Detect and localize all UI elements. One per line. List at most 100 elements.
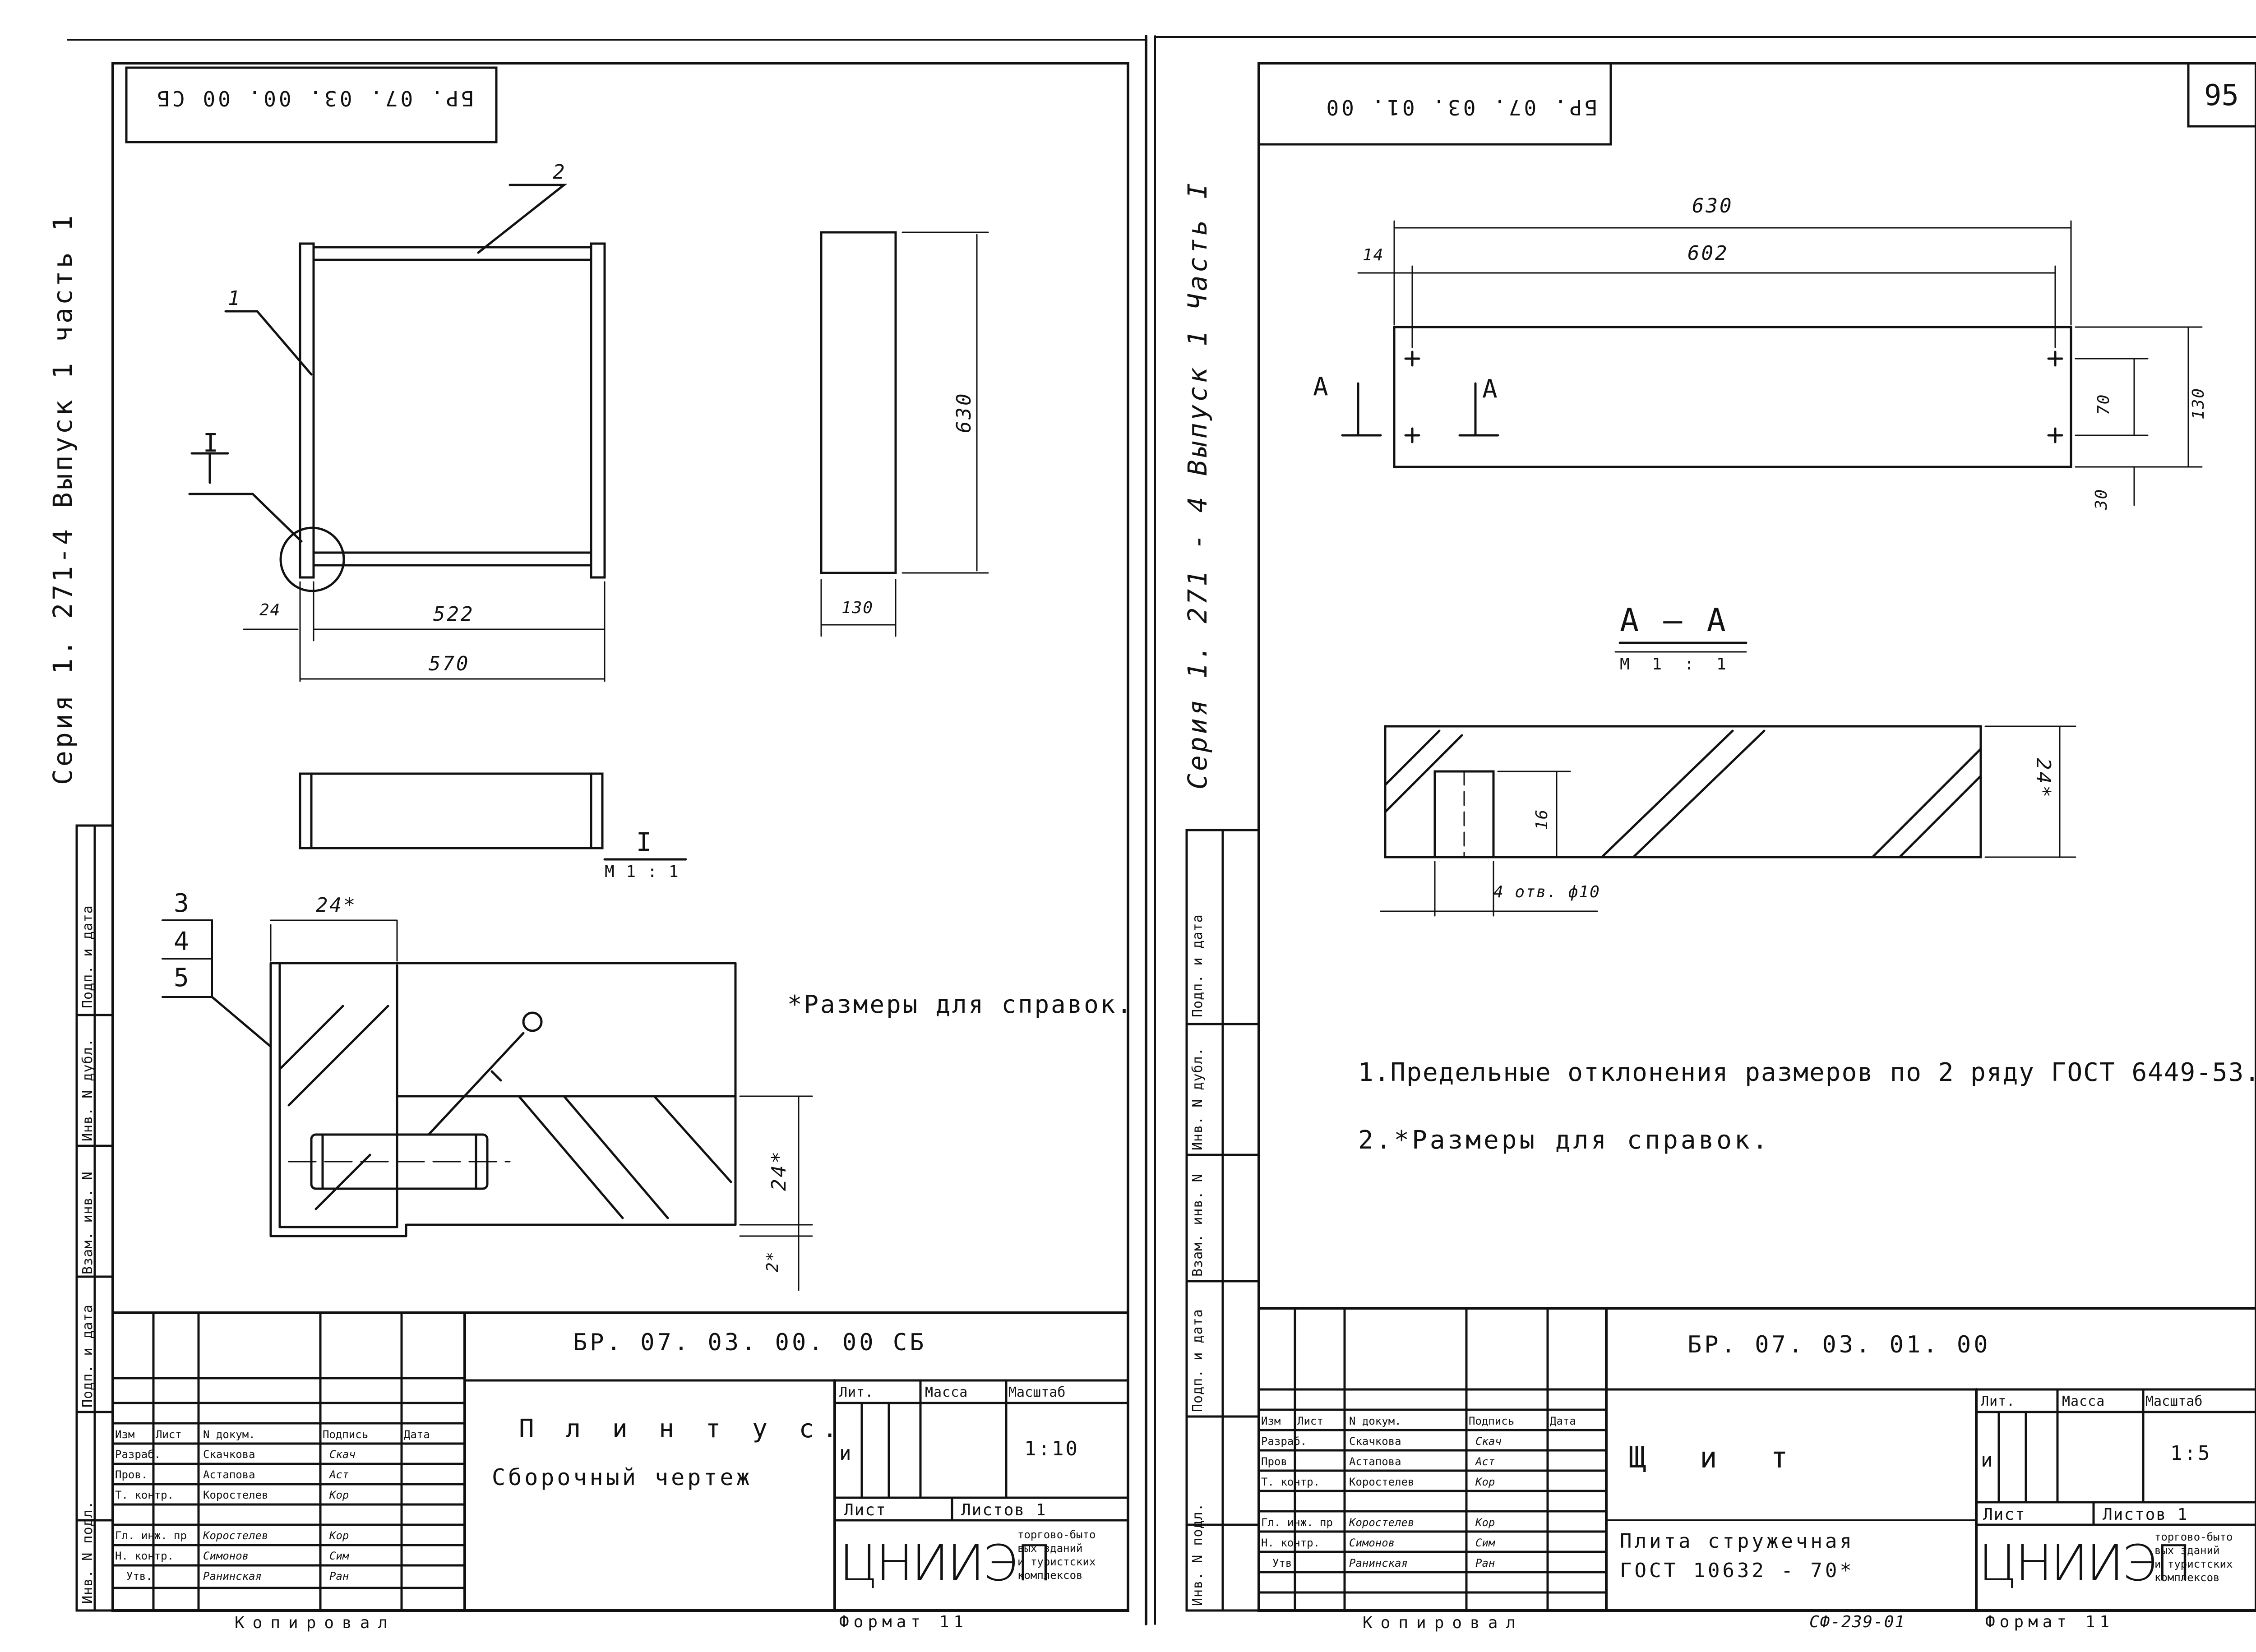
detail-I <box>162 858 813 1291</box>
left-series-vertical: Серия 1. 271-4 Выпуск 1 часть 1 <box>47 212 78 785</box>
dim-570: 570 <box>429 652 470 675</box>
right-stamp-1: Подп. и дата <box>1190 914 1206 1017</box>
left-signature-6: Ран <box>329 1570 349 1583</box>
section-title: А — А <box>1620 602 1729 639</box>
right-name-1: Скачкова <box>1349 1435 1401 1448</box>
left-stamp-4: Подп. и дата <box>80 1304 96 1407</box>
left-name-6: Ранинская <box>203 1570 262 1583</box>
right-hdr-doc: N докум. <box>1349 1415 1401 1427</box>
right-hdr-izm: Изм <box>1261 1415 1281 1427</box>
right-org-line-4: комплексов <box>2154 1571 2220 1584</box>
section-mark-left: А <box>1313 372 1331 401</box>
left-name-1: Скачкова <box>203 1448 255 1461</box>
left-hdr-date: Дата <box>404 1428 430 1441</box>
detail-mark-I: I <box>203 429 221 458</box>
right-name: Щ и т <box>1629 1441 1806 1475</box>
left-signature-2: Аст <box>329 1468 349 1481</box>
right-hdr-list: Лист <box>1297 1415 1323 1427</box>
dim-70: 70 <box>2094 393 2113 415</box>
left-org-line-3: и туристских <box>1017 1555 1096 1568</box>
right-lit-label: Лит. <box>1981 1394 2016 1409</box>
left-role-5: Н. контр. <box>115 1550 174 1562</box>
left-role-1: Разраб. <box>115 1448 161 1461</box>
right-name-3: Коростелев <box>1349 1476 1415 1488</box>
left-role-4: Гл. инж. пр <box>115 1529 187 1542</box>
left-org-line-2: вых зданий <box>1017 1542 1083 1555</box>
left-stamp-1: Подп. и дата <box>80 905 96 1008</box>
dim-2star: 2* <box>763 1251 782 1272</box>
callout-2: 2 <box>553 161 567 184</box>
right-copy-code: СФ-239-01 <box>1809 1613 1906 1631</box>
right-name-5: Симонов <box>1349 1537 1395 1549</box>
left-copied: Копировал <box>235 1614 396 1632</box>
right-org-line-2: вых зданий <box>2154 1544 2220 1557</box>
section-A-A <box>1380 641 2076 917</box>
right-role-3: Т. контр. <box>1261 1476 1320 1488</box>
left-name-line1: П л и н т у с. <box>519 1414 846 1444</box>
right-format: Формат 11 <box>1985 1613 2114 1631</box>
left-org-logo: ЦНИИЭП <box>839 1534 1053 1592</box>
right-role-6: Утв. <box>1272 1557 1299 1569</box>
left-signature-4: Кор <box>329 1529 349 1542</box>
right-hdr-sign: Подпись <box>1469 1415 1515 1427</box>
left-signature-3: Кор <box>329 1489 349 1501</box>
left-signature-1: Скач <box>329 1448 356 1461</box>
right-series-vertical: Серия 1. 271 - 4 Выпуск 1 Часть I <box>1182 180 1213 789</box>
left-mass-label: Масса <box>925 1384 968 1400</box>
right-name-6: Ранинская <box>1349 1557 1408 1569</box>
left-name-5: Симонов <box>203 1550 249 1562</box>
board-plan <box>1341 220 2203 506</box>
right-signature-4: Кор <box>1475 1516 1495 1529</box>
left-sheet-frame <box>75 62 1129 1612</box>
right-org-logo: ЦНИИЭП <box>1979 1534 2192 1592</box>
dim-130-right: 130 <box>2189 387 2208 420</box>
right-code-upside-down: БР. 07. 03. 01. 00 <box>1323 95 1598 120</box>
left-stamp-5: Инв. N подл. <box>80 1500 96 1604</box>
right-signature-3: Кор <box>1475 1476 1495 1488</box>
right-role-1: Разраб. <box>1261 1435 1307 1448</box>
left-doc-code: БР. 07. 03. 00. 00 СБ <box>573 1329 927 1356</box>
right-sheets-label: Листов 1 <box>2103 1505 2188 1524</box>
left-format: Формат 11 <box>839 1613 968 1631</box>
dim-30: 30 <box>2092 488 2111 510</box>
left-role-6: Утв. <box>126 1570 153 1583</box>
dim-522: 522 <box>433 603 475 626</box>
right-doc-code: БР. 07. 03. 01. 00 <box>1687 1331 1991 1358</box>
left-org-line-1: торгово-быто <box>1017 1528 1096 1541</box>
plinth-side-view <box>820 231 989 637</box>
left-name-line2: Сборочный чертеж <box>492 1464 753 1490</box>
left-role-3: Т. контр. <box>115 1489 174 1501</box>
right-material-1: Плита стружечная <box>1620 1530 1854 1553</box>
right-signature-2: Аст <box>1475 1455 1495 1468</box>
dim-24star-top: 24* <box>316 894 357 917</box>
callout-5: 5 <box>174 963 192 992</box>
callout-1: 1 <box>228 287 242 310</box>
left-hdr-doc: N докум. <box>203 1428 255 1441</box>
dim-14: 14 <box>1363 246 1384 264</box>
note-1: 1.Предельные отклонения размеров по 2 ря… <box>1358 1058 2256 1087</box>
left-stamp-3: Взам. инв. N <box>80 1171 96 1274</box>
left-hdr-sign: Подпись <box>323 1428 369 1441</box>
left-scale-value: 1:10 <box>1024 1437 1079 1460</box>
right-stamp-5: Инв. N подл. <box>1190 1503 1206 1606</box>
left-sheets-label: Листов 1 <box>961 1501 1047 1519</box>
right-role-5: Н. контр. <box>1261 1537 1320 1549</box>
right-sheet-label: Лист <box>1983 1505 2026 1524</box>
left-code-upside-down: БР. 07. 03. 00. 00 СБ <box>154 86 474 111</box>
dim-16: 16 <box>1533 808 1551 830</box>
right-copied: Копировал <box>1363 1614 1524 1632</box>
right-hdr-date: Дата <box>1550 1415 1576 1427</box>
left-hdr-list: Лист <box>156 1428 182 1441</box>
left-role-2: Пров. <box>115 1468 148 1481</box>
left-lit-value: и <box>839 1442 853 1465</box>
left-org-line-4: комплексов <box>1017 1569 1083 1582</box>
right-signature-6: Ран <box>1475 1557 1495 1569</box>
holes-note: 4 отв. ф10 <box>1493 883 1600 901</box>
detail-scale: М 1 : 1 <box>605 863 680 881</box>
dim-130-left: 130 <box>841 599 874 617</box>
right-mass-label: Масса <box>2062 1394 2105 1409</box>
left-scale-label: Масштаб <box>1008 1384 1066 1400</box>
right-lit-value: и <box>1981 1449 1995 1472</box>
left-lit-label: Лит. <box>839 1384 874 1400</box>
